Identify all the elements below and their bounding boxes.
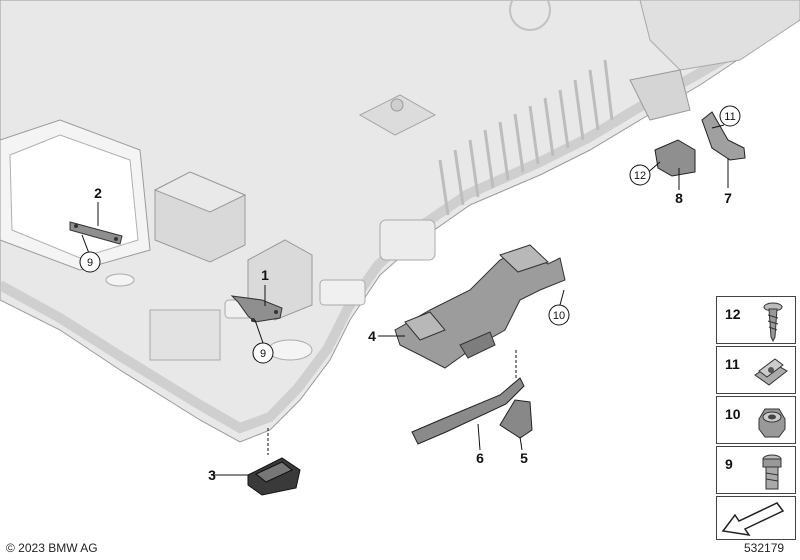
document-number: 532179 xyxy=(744,541,785,555)
callout-11: 11 xyxy=(724,111,735,123)
copyright-text: © 2023 BMW AG xyxy=(6,541,98,555)
callout-12: 12 xyxy=(634,170,646,182)
callout-3: 3 xyxy=(208,467,216,483)
callout-12-circle: 12 xyxy=(629,164,651,186)
part-7-bracket xyxy=(701,111,746,161)
part-5-cover xyxy=(499,399,533,439)
legend-label-11: 11 xyxy=(725,356,740,372)
clip-nut-icon xyxy=(754,358,788,386)
direction-arrow-icon xyxy=(721,502,785,537)
callout-6: 6 xyxy=(476,450,484,466)
callout-9a: 9 xyxy=(87,257,93,269)
callout-9b: 9 xyxy=(260,348,266,360)
callout-7: 7 xyxy=(724,190,732,206)
callout-8: 8 xyxy=(675,190,683,206)
legend-item-12: 12 xyxy=(716,296,796,344)
legend-label-9: 9 xyxy=(725,456,733,472)
callout-9a-circle: 9 xyxy=(79,251,101,273)
screw-icon xyxy=(763,302,783,343)
legend-item-arrow xyxy=(716,496,796,540)
callout-10-circle: 10 xyxy=(548,304,570,326)
part-8-hinge xyxy=(654,139,696,177)
hex-nut-icon xyxy=(758,408,786,438)
callout-10: 10 xyxy=(553,310,565,322)
callout-9b-circle: 9 xyxy=(252,342,274,364)
headliner-ribs xyxy=(438,59,614,216)
legend-label-12: 12 xyxy=(725,306,741,322)
part-6-grab-handle xyxy=(411,377,525,445)
legend-item-9: 9 xyxy=(716,446,796,494)
callout-2: 2 xyxy=(94,185,102,201)
callout-11-circle: 11 xyxy=(719,105,741,127)
legend-label-10: 10 xyxy=(725,406,741,422)
part-4-mount-bracket xyxy=(394,244,566,369)
part-3-cap xyxy=(247,457,301,496)
callout-5: 5 xyxy=(520,450,528,466)
callout-4: 4 xyxy=(368,328,376,344)
bolt-icon xyxy=(762,454,782,490)
legend-item-11: 11 xyxy=(716,346,796,394)
legend-item-10: 10 xyxy=(716,396,796,444)
callout-1: 1 xyxy=(261,267,269,283)
part-2-bracket xyxy=(69,221,123,245)
